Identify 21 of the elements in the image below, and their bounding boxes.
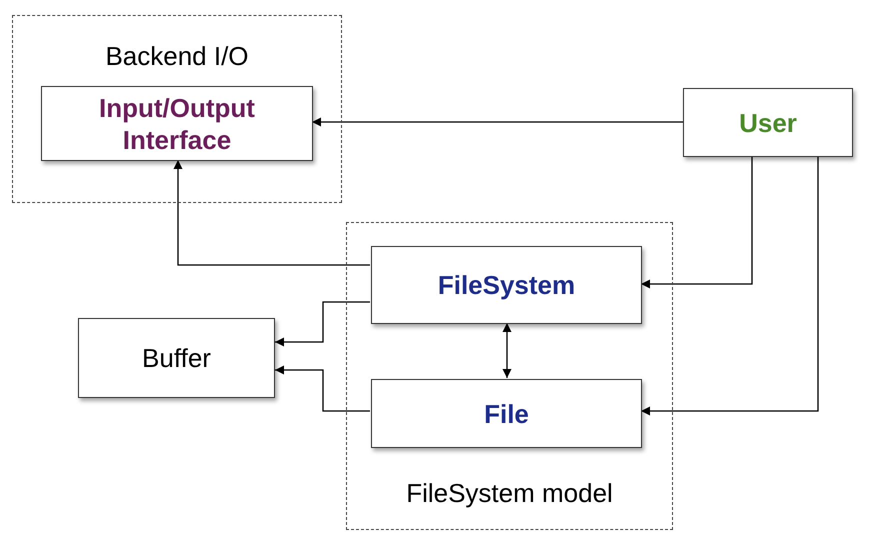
box-label: User <box>739 106 797 138</box>
process-box <box>41 86 313 161</box>
box-label: Input/Output Interface <box>98 92 256 156</box>
process-box <box>78 318 275 398</box>
dashed-group <box>346 222 673 530</box>
arrow <box>312 118 683 126</box>
process-box <box>371 246 642 324</box>
box-label: Buffer <box>142 342 211 374</box>
arrow <box>641 157 753 288</box>
process-box <box>683 88 853 157</box>
group-label: Backend I/O <box>105 40 249 72</box>
arrow <box>275 366 370 412</box>
process-box <box>371 379 642 448</box>
arrow <box>174 160 370 266</box>
arrow <box>641 157 819 416</box>
group-label: FileSystem model <box>406 477 613 509</box>
arrow <box>502 323 512 378</box>
arrow <box>275 301 370 346</box>
dashed-group <box>12 15 342 203</box>
box-label: FileSystem <box>438 269 576 301</box>
box-label: File <box>484 398 529 430</box>
